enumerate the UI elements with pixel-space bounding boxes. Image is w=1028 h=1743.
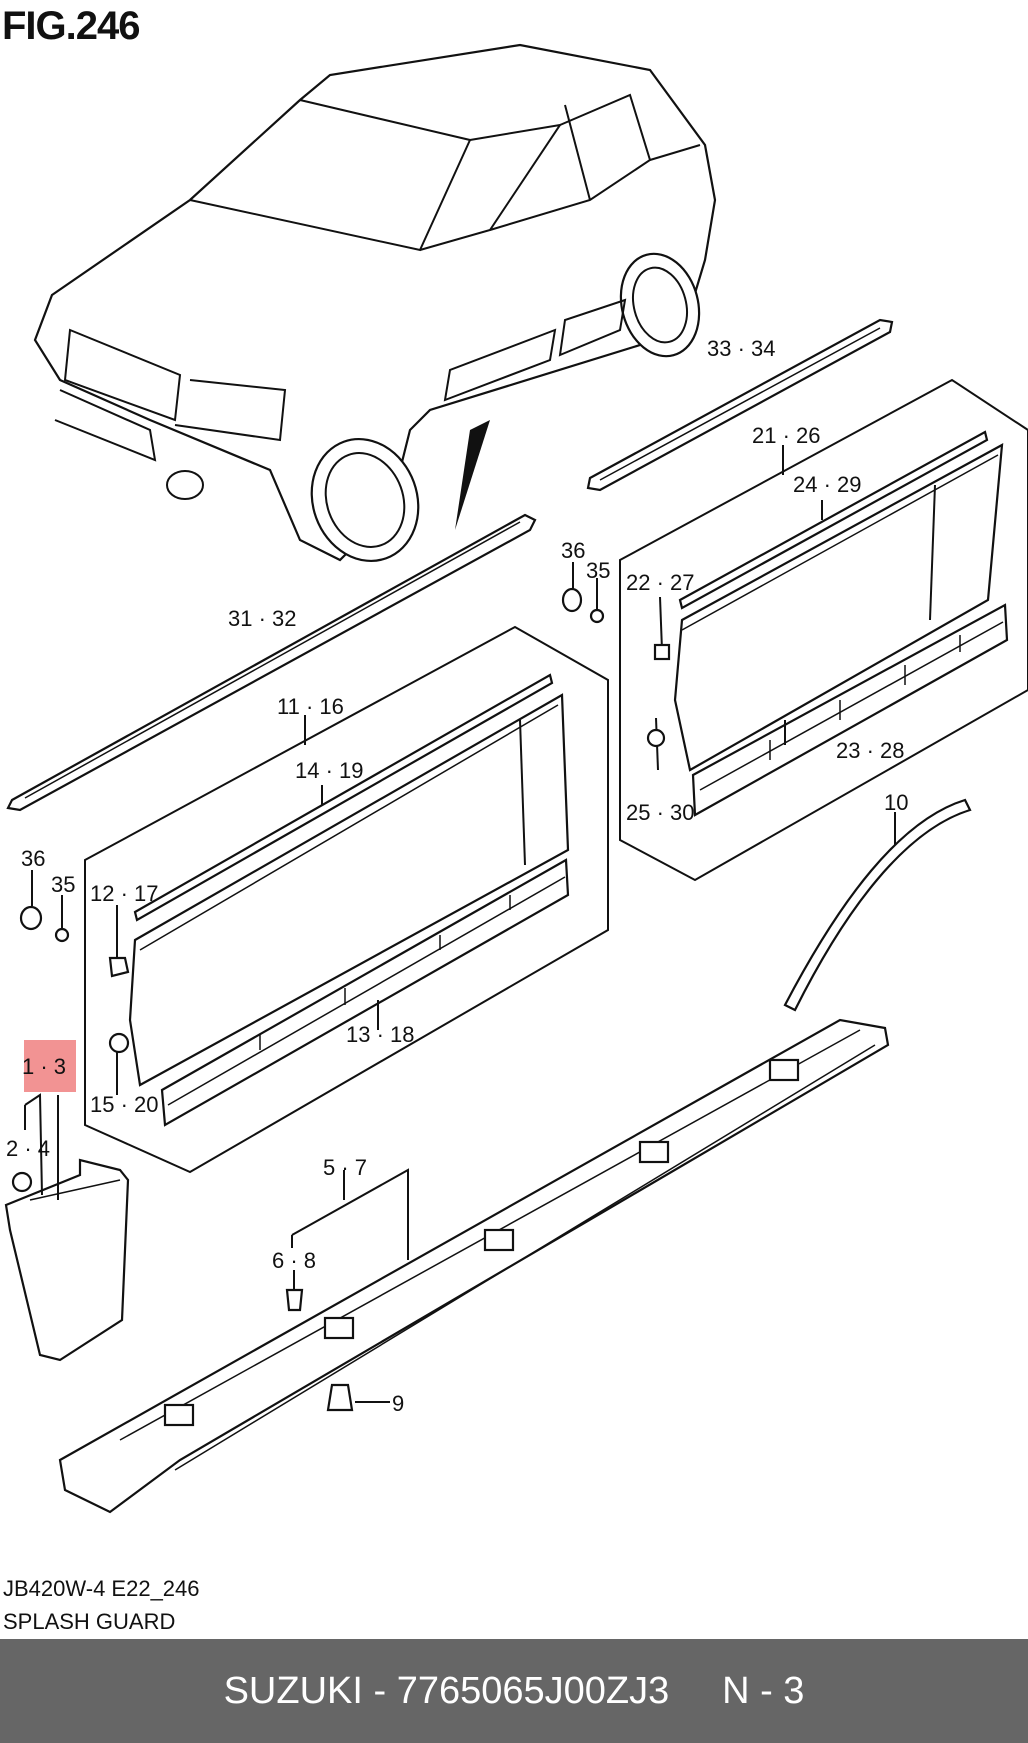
callout-2-4: 2 · 4 <box>6 1136 50 1161</box>
callout-13-18: 13 · 18 <box>346 1022 415 1047</box>
clips-36-35-top <box>561 562 605 624</box>
front-door-parts-box <box>84 625 609 1174</box>
callout-1-3: 1 · 3 <box>22 1054 66 1079</box>
callout-6-8: 6 · 8 <box>272 1248 316 1273</box>
splash-guard-1-3 <box>4 1040 130 1362</box>
diagram-code: JB420W-4 E22_246 <box>3 1576 200 1601</box>
vehicle-illustration <box>33 43 717 563</box>
weatherstrip-10 <box>783 798 972 1012</box>
footer-position: N - 3 <box>722 1669 805 1712</box>
part-number-footer: SUZUKI - 7765065J00ZJ3 N - 3 <box>0 1639 1028 1743</box>
footer-part-number: 7765065J00ZJ3 <box>396 1669 670 1712</box>
callout-5-7: 5 · 7 <box>323 1155 367 1180</box>
callout-36-left: 36 <box>21 846 45 871</box>
figure-title: FIG.246 <box>2 4 141 48</box>
callout-labels: 33 · 34 21 · 26 24 · 29 36 35 22 · 27 31… <box>6 336 908 1416</box>
callout-21-26: 21 · 26 <box>752 423 821 448</box>
footer-separator: - <box>373 1669 387 1712</box>
side-sill-5-7 <box>58 1018 890 1514</box>
callout-31-32: 31 · 32 <box>228 606 297 631</box>
highlight-box <box>24 1040 76 1092</box>
rear-door-parts-box <box>619 378 1028 882</box>
callout-12-17: 12 · 17 <box>90 881 159 906</box>
callout-33-34: 33 · 34 <box>707 336 776 361</box>
roof-molding-33-34 <box>586 318 894 492</box>
callout-22-27: 22 · 27 <box>626 570 695 595</box>
callout-36-top: 36 <box>561 538 585 563</box>
callout-15-20: 15 · 20 <box>90 1092 159 1117</box>
callout-14-19: 14 · 19 <box>295 758 364 783</box>
callout-11-16: 11 · 16 <box>277 694 344 719</box>
clips-36-35-left <box>19 870 70 943</box>
diagram-name: SPLASH GUARD <box>3 1609 176 1634</box>
callout-24-29: 24 · 29 <box>793 472 862 497</box>
callout-10: 10 <box>884 790 908 815</box>
leader-arrow <box>455 420 490 530</box>
callout-35-top: 35 <box>586 558 610 583</box>
callout-25-30: 25 · 30 <box>626 800 695 825</box>
roof-molding-31-32 <box>6 513 537 812</box>
footer-brand: SUZUKI <box>223 1669 363 1712</box>
parts-diagram: 33 · 34 21 · 26 24 · 29 36 35 22 · 27 31… <box>4 43 1028 1514</box>
callout-35-left: 35 <box>51 872 75 897</box>
callout-9: 9 <box>392 1391 404 1416</box>
callout-23-28: 23 · 28 <box>836 738 905 763</box>
